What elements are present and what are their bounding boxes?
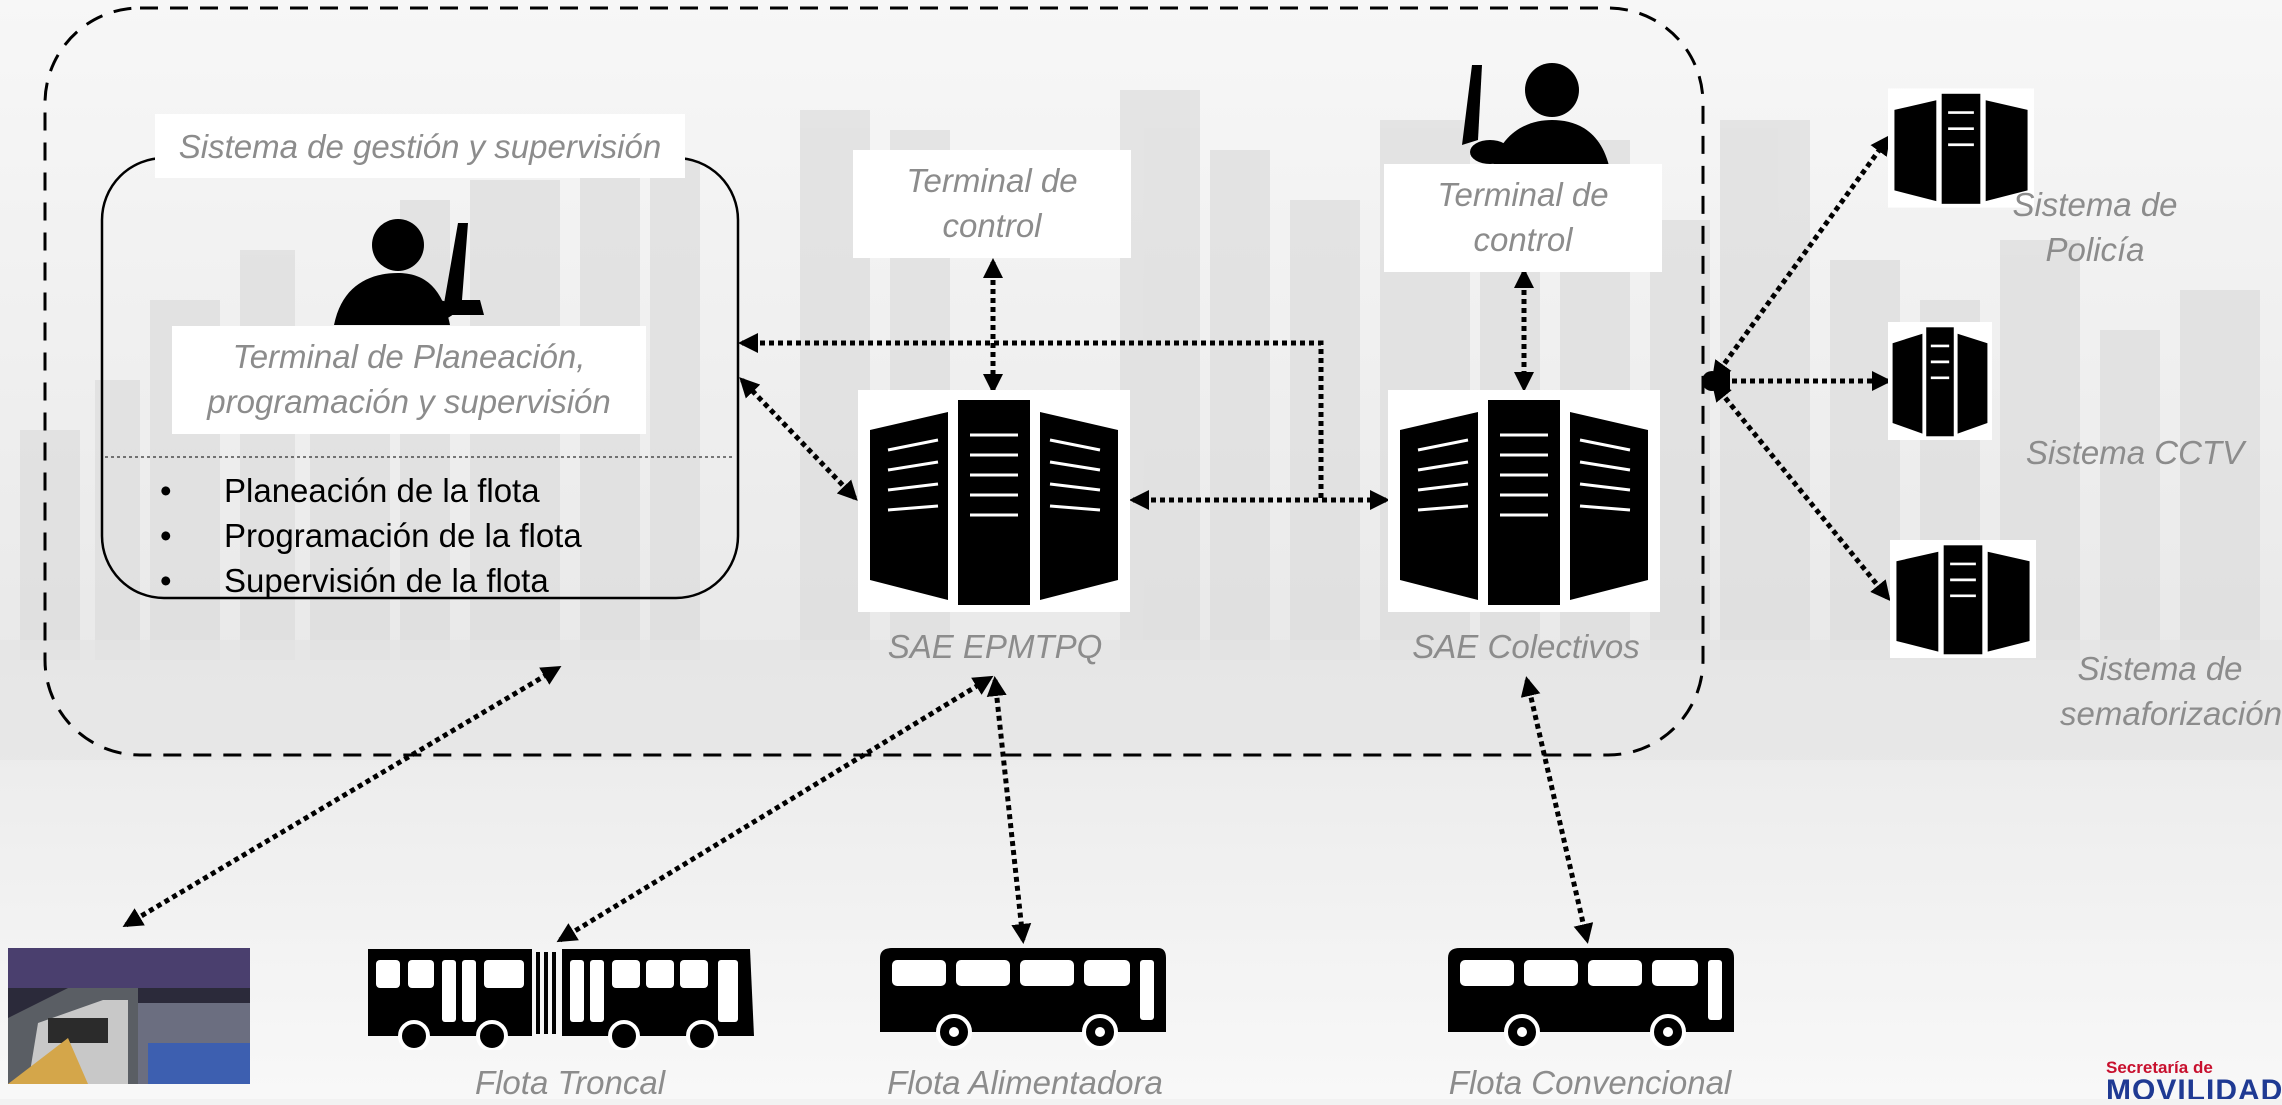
troncal-bus-icon: [368, 949, 754, 1050]
operator-person-icon-2: [1462, 63, 1610, 170]
sae-epmtpq-server-icon: [858, 390, 1130, 612]
management-functions-list: Planeación de la flota Programación de l…: [160, 468, 582, 603]
management-system-title: Sistema de gestión y supervisión: [178, 128, 662, 165]
sistema-cctv-label: Sistema CCTV: [2025, 434, 2245, 471]
planning-terminal-label: Terminal de Planeación, programación y s…: [207, 338, 611, 420]
bullet-programacion: Programación de la flota: [160, 513, 582, 558]
metro-train-photo: [8, 948, 250, 1084]
link-sae-epmtpq-management: [739, 377, 858, 501]
semaforizacion-server-icon: [1890, 540, 2036, 658]
operator-person-icon: [334, 219, 484, 325]
link-troncal-sae-epmtpq: [556, 675, 994, 943]
sae-epmtpq-label: SAE EPMTPQ: [887, 628, 1103, 665]
logo-line2: MOVILIDAD: [2106, 1074, 2282, 1099]
terminal-control-1-label: Terminal de control: [906, 162, 1078, 244]
alimentadora-bus-icon: [880, 948, 1166, 1050]
bullet-planeacion: Planeación de la flota: [160, 468, 582, 513]
terminal-control-2-label: Terminal de control: [1437, 176, 1609, 258]
external-hub: [1702, 371, 1722, 391]
link-management-sae-colectivos: [738, 333, 1324, 500]
link-metro-management: [122, 665, 562, 928]
secretaria-movilidad-logo: Secretaría de MOVILIDAD: [2100, 1058, 2282, 1099]
link-convencional-sae-colectivos: [1520, 676, 1594, 944]
link-hub-semaforizacion: [1711, 380, 1891, 602]
flota-alimentadora-label: Flota Alimentadora: [887, 1064, 1163, 1101]
cctv-server-icon: [1888, 322, 1992, 440]
convencional-bus-icon: [1448, 948, 1734, 1050]
flota-convencional-label: Flota Convencional: [1448, 1064, 1732, 1101]
policia-server-icon: [1888, 88, 2034, 208]
sistema-semaforizacion-label: Sistema de semaforización: [2060, 650, 2282, 732]
sistema-policia-label: Sistema de Policía: [2012, 186, 2178, 268]
planning-terminal-box: [172, 326, 646, 434]
terminal-control-2-box: [1384, 164, 1662, 272]
link-hub-policia: [1711, 134, 1891, 382]
flota-troncal-label: Flota Troncal: [474, 1064, 666, 1101]
terminal-control-1-box: [853, 150, 1131, 258]
sae-colectivos-server-icon: [1388, 390, 1660, 612]
logo-line1: Secretaría de: [2106, 1058, 2213, 1077]
link-alimentadora-sae-epmtpq: [986, 676, 1032, 944]
bullet-supervision: Supervisión de la flota: [160, 558, 582, 603]
management-title-box: [155, 114, 685, 178]
sae-colectivos-label: SAE Colectivos: [1412, 628, 1640, 665]
